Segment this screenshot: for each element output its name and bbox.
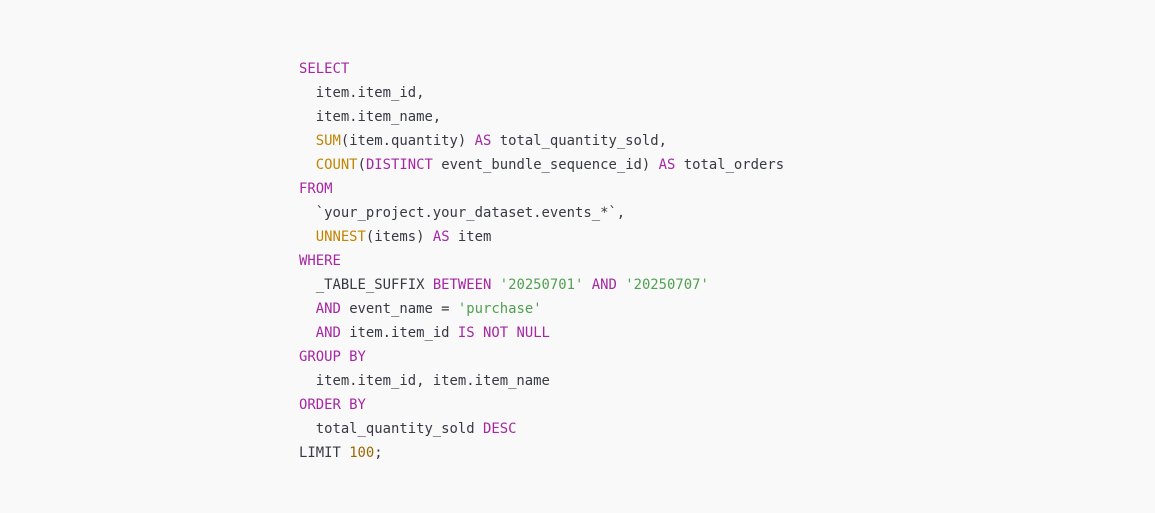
sql-keyword: IS NOT NULL xyxy=(457,325,550,341)
sql-text xyxy=(299,301,316,317)
code-line: COUNT(DISTINCT event_bundle_sequence_id)… xyxy=(299,153,784,177)
sql-text: total_quantity_sold xyxy=(299,421,483,437)
sql-text: item.item_id xyxy=(340,325,458,341)
sql-function: SUM xyxy=(315,133,341,149)
sql-text: event_name = xyxy=(340,301,458,317)
code-line: _TABLE_SUFFIX BETWEEN '20250701' AND '20… xyxy=(299,273,784,297)
code-line: SUM(item.quantity) AS total_quantity_sol… xyxy=(299,129,784,153)
sql-function: COUNT xyxy=(315,157,358,173)
sql-text: total_orders xyxy=(675,157,785,173)
code-line: WHERE xyxy=(299,249,784,273)
sql-number: 100 xyxy=(349,445,375,461)
sql-string: 'purchase' xyxy=(457,301,542,317)
sql-keyword: FROM xyxy=(299,181,333,197)
sql-keyword: WHERE xyxy=(299,253,341,269)
sql-keyword: AND xyxy=(315,325,341,341)
sql-keyword: BETWEEN xyxy=(432,277,492,293)
sql-text: item.item_name, xyxy=(299,109,442,125)
sql-keyword: AS xyxy=(474,133,492,149)
sql-text xyxy=(299,325,316,341)
sql-keyword: AND xyxy=(315,301,341,317)
sql-keyword: SELECT xyxy=(299,61,350,77)
sql-text xyxy=(583,277,591,293)
sql-text: event_bundle_sequence_id) xyxy=(432,157,659,173)
sql-text: ( xyxy=(357,157,366,173)
code-line: `your_project.your_dataset.events_*`, xyxy=(299,201,784,225)
sql-code-block: SELECT item.item_id, item.item_name, SUM… xyxy=(299,57,784,465)
code-line: LIMIT 100; xyxy=(299,441,784,465)
sql-text: (items) xyxy=(365,229,433,245)
sql-text xyxy=(617,277,625,293)
sql-keyword: DESC xyxy=(482,421,517,437)
sql-keyword: DISTINCT xyxy=(365,157,433,173)
sql-string: '20250707' xyxy=(625,277,709,293)
sql-text: ; xyxy=(374,445,383,461)
code-line: AND item.item_id IS NOT NULL xyxy=(299,321,784,345)
code-line: item.item_id, item.item_name xyxy=(299,369,784,393)
sql-keyword: AS xyxy=(658,157,676,173)
sql-text: (item.quantity) xyxy=(340,133,475,149)
sql-function: UNNEST xyxy=(315,229,366,245)
code-line: total_quantity_sold DESC xyxy=(299,417,784,441)
code-line: item.item_name, xyxy=(299,105,784,129)
sql-text xyxy=(299,229,316,245)
code-line: item.item_id, xyxy=(299,81,784,105)
sql-text xyxy=(299,133,316,149)
sql-keyword: ORDER BY xyxy=(299,397,366,413)
sql-text xyxy=(299,157,316,173)
code-line: GROUP BY xyxy=(299,345,784,369)
sql-text: total_quantity_sold, xyxy=(491,133,667,149)
code-line: SELECT xyxy=(299,57,784,81)
code-line: AND event_name = 'purchase' xyxy=(299,297,784,321)
sql-text: item.item_id, item.item_name xyxy=(299,373,550,389)
sql-text xyxy=(491,277,499,293)
code-line: ORDER BY xyxy=(299,393,784,417)
code-line: FROM xyxy=(299,177,784,201)
sql-keyword: AND xyxy=(591,277,617,293)
sql-keyword: GROUP BY xyxy=(299,349,366,365)
sql-text: item.item_id, xyxy=(299,85,425,101)
sql-keyword: AS xyxy=(432,229,450,245)
code-line: UNNEST(items) AS item xyxy=(299,225,784,249)
sql-text: _TABLE_SUFFIX xyxy=(299,277,433,293)
sql-text: item xyxy=(449,229,492,245)
sql-text: LIMIT xyxy=(299,445,350,461)
sql-string: '20250701' xyxy=(499,277,584,293)
sql-text: `your_project.your_dataset.events_*`, xyxy=(299,205,626,221)
